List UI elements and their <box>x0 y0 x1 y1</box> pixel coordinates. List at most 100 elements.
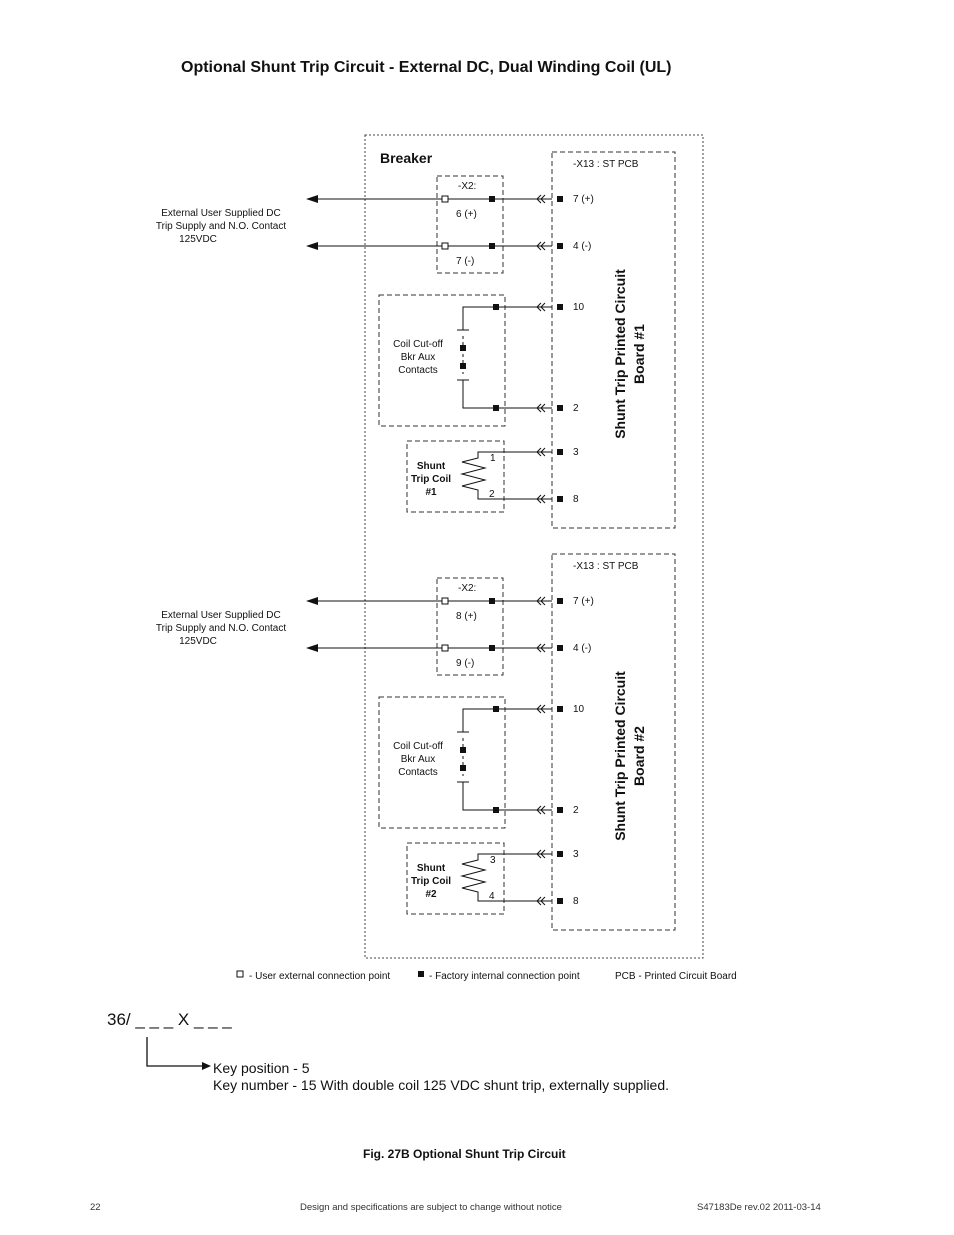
coil-label-line: Trip Coil <box>411 876 451 887</box>
coil-label-line: #2 <box>425 889 437 900</box>
pcb-pin-label: 2 <box>573 403 579 414</box>
aux-contacts-label-line: Contacts <box>398 767 437 778</box>
connector-symbol <box>536 241 546 251</box>
coil-terminal-label: 4 <box>489 891 495 902</box>
user-connection-point <box>441 195 449 203</box>
external-supply-label-line: 125VDC <box>179 636 217 647</box>
pcb-pin-label: 8 <box>573 494 579 505</box>
external-supply-label-line: Trip Supply and N.O. Contact <box>156 221 286 232</box>
pcb-pin-label: 7 (+) <box>573 596 594 607</box>
pcb-pin-label: 10 <box>573 704 585 715</box>
connector-symbol <box>536 194 546 204</box>
key-code: 36/ _ _ _ X _ _ _ <box>107 1010 232 1029</box>
x2-terminal-label: 6 (+) <box>456 209 477 220</box>
user-connection-point <box>441 242 449 250</box>
x2-header: -X2: <box>458 583 476 594</box>
x2-box <box>436 175 504 274</box>
breaker-label: Breaker <box>380 150 433 166</box>
aux-contacts-label-line: Coil Cut-off <box>393 339 443 350</box>
pcb-pin-label: 4 (-) <box>573 643 591 654</box>
factory-connection-point <box>493 706 499 712</box>
user-point-legend-icon <box>236 970 244 978</box>
pcb-pin <box>557 304 563 310</box>
external-supply-label-line: 125VDC <box>179 234 217 245</box>
key-number: Key number - 15 With double coil 125 VDC… <box>213 1077 670 1093</box>
connector-symbol <box>536 643 546 653</box>
factory-point-legend-icon <box>418 971 424 977</box>
page-number: 22 <box>90 1202 101 1213</box>
coil-label-line: Trip Coil <box>411 474 451 485</box>
aux-contact-point <box>460 363 466 369</box>
connector-symbol <box>536 596 546 606</box>
aux-contacts-label-line: Contacts <box>398 365 437 376</box>
legend-factory-point: - Factory internal connection point <box>429 971 580 982</box>
x2-terminal-label: 8 (+) <box>456 611 477 622</box>
factory-connection-point <box>493 807 499 813</box>
factory-connection-point <box>489 645 495 651</box>
pcb-board-name-line: Shunt Trip Printed Circuit <box>612 671 628 841</box>
external-supply-label-line: Trip Supply and N.O. Contact <box>156 623 286 634</box>
connector-symbol <box>536 849 546 859</box>
pcb-board-name-line: Shunt Trip Printed Circuit <box>612 269 628 439</box>
user-connection-point <box>441 644 449 652</box>
x2-box <box>436 577 504 676</box>
user-connection-point <box>441 597 449 605</box>
coil-label-line: #1 <box>425 487 437 498</box>
pcb-pin-label: 4 (-) <box>573 241 591 252</box>
aux-contacts-label-line: Bkr Aux <box>401 352 435 363</box>
legend: - User external connection point - Facto… <box>236 970 737 982</box>
pcb-pin-label: 10 <box>573 302 585 313</box>
legend-pcb: PCB - Printed Circuit Board <box>615 971 737 982</box>
aux-contacts-label-line: Coil Cut-off <box>393 741 443 752</box>
document-revision: S47183De rev.02 2011-03-14 <box>697 1202 821 1213</box>
pcb-pin-label: 2 <box>573 805 579 816</box>
pcb-pin <box>557 706 563 712</box>
aux-contact-point <box>460 747 466 753</box>
footer-notice: Design and specifications are subject to… <box>300 1202 562 1213</box>
pcb-pin <box>557 898 563 904</box>
pcb-board-name-line: Board #2 <box>631 726 647 786</box>
pcb-pin <box>557 645 563 651</box>
pcb-box <box>551 553 676 931</box>
connector-symbol <box>536 447 546 457</box>
factory-connection-point <box>493 304 499 310</box>
pcb-pin <box>557 496 563 502</box>
pcb-pin <box>557 243 563 249</box>
pcb-header: -X13 : ST PCB <box>573 561 639 572</box>
factory-connection-point <box>489 196 495 202</box>
connector-symbol <box>536 805 546 815</box>
coil-box <box>406 842 505 915</box>
x2-header: -X2: <box>458 181 476 192</box>
coil-label-line: Shunt <box>417 461 446 472</box>
pcb-box <box>551 151 676 529</box>
page-title: Optional Shunt Trip Circuit - External D… <box>181 59 672 76</box>
coil-terminal-label: 3 <box>490 855 496 866</box>
key-arrow <box>146 1037 211 1070</box>
external-arrow <box>306 195 318 203</box>
pcb-pin <box>557 598 563 604</box>
pcb-pin <box>557 807 563 813</box>
figure-caption: Fig. 27B Optional Shunt Trip Circuit <box>363 1147 566 1161</box>
connector-symbol <box>536 403 546 413</box>
x2-terminal-label: 7 (-) <box>456 256 474 267</box>
external-arrow <box>306 644 318 652</box>
external-arrow <box>306 242 318 250</box>
connector-symbol <box>536 896 546 906</box>
aux-contact-point <box>460 765 466 771</box>
coil-winding <box>460 451 552 500</box>
coil-terminal-label: 2 <box>489 489 495 500</box>
pcb-pin <box>557 196 563 202</box>
factory-connection-point <box>489 598 495 604</box>
pcb-pin <box>557 449 563 455</box>
pcb-pin-label: 7 (+) <box>573 194 594 205</box>
aux-contacts-label-line: Bkr Aux <box>401 754 435 765</box>
